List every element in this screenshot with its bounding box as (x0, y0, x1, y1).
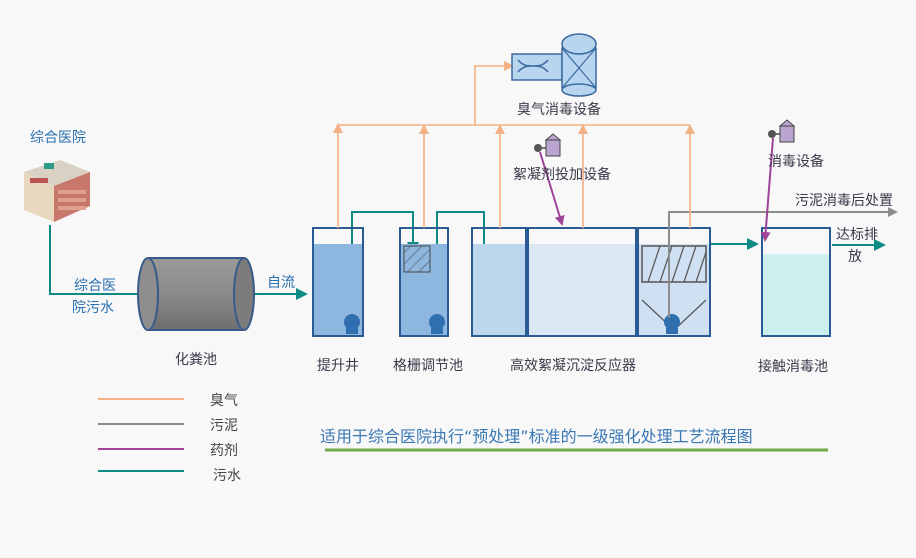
chemical-line-disinfection (760, 137, 774, 242)
hospital-building-icon (24, 160, 90, 222)
disinfection-equipment-label: 消毒设备 (768, 154, 824, 170)
septic-tank (137, 257, 255, 331)
flocculant-equipment-label: 絮凝剂投加设备 (513, 167, 611, 183)
hospital-sewage-label-line2: 院污水 (72, 300, 114, 316)
legend-sludge-label: 污泥 (210, 418, 238, 434)
grille-tank-label: 格栅调节池 (393, 358, 463, 374)
sludge-flow-lines (668, 207, 898, 318)
sludge-post-label: 污泥消毒后处置 (795, 193, 893, 209)
legend-lines (98, 398, 184, 472)
legend-sewage-label: 污水 (213, 468, 241, 484)
legend-odor-label: 臭气 (210, 393, 238, 409)
lift-well-label: 提升井 (317, 358, 359, 374)
flocculation-reactor (471, 227, 711, 337)
diagram-caption: 适用于综合医院执行“预处理”标准的一级强化处理工艺流程图 (320, 427, 753, 446)
hospital-sewage-label-line1: 综合医 (74, 278, 116, 294)
hospital-label: 综合医院 (30, 130, 86, 146)
discharge-label-line1: 达标排 (836, 227, 878, 243)
reactor-label: 高效絮凝沉淀反应器 (510, 358, 636, 374)
flocculant-dosing-equipment-icon (534, 133, 562, 157)
odor-disinfection-equipment-icon (511, 33, 597, 97)
gravity-flow-label: 自流 (267, 275, 295, 291)
lift-well-tank (312, 227, 364, 337)
odor-flow-lines (333, 61, 695, 228)
legend-chemical-label: 药剂 (210, 443, 238, 459)
grille-regulating-tank (399, 227, 449, 337)
contact-disinfection-tank (761, 227, 831, 337)
disinfection-equipment-icon (768, 119, 796, 143)
discharge-label-line2: 放 (848, 249, 862, 265)
chemical-line-flocculant (539, 151, 565, 226)
contact-tank-label: 接触消毒池 (758, 359, 828, 375)
septic-tank-label: 化粪池 (175, 352, 217, 368)
odor-equipment-label: 臭气消毒设备 (517, 102, 601, 118)
